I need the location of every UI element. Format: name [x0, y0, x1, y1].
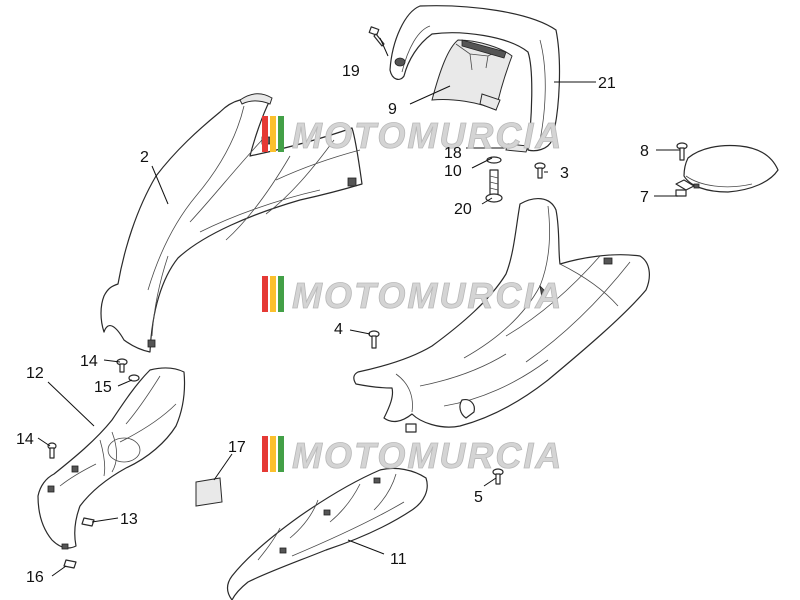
- callout-14-upper: 14: [80, 353, 98, 370]
- callout-21: 21: [598, 75, 616, 92]
- watermark-brand-text: MOTOMURCIA: [292, 115, 563, 156]
- callout-4: 4: [334, 321, 343, 338]
- callout-18: 18: [444, 145, 462, 162]
- leader-lines: [37, 37, 680, 577]
- part-rear-grab-handle: [389, 5, 561, 152]
- callout-7: 7: [640, 189, 649, 206]
- screw-8: [676, 142, 688, 161]
- callout-17: 17: [228, 439, 246, 456]
- pad-17: [195, 477, 223, 507]
- clip-16: [63, 559, 77, 569]
- callout-15: 15: [94, 379, 112, 396]
- watermark-top: MOTOMURCIA: [262, 115, 563, 156]
- callout-2: 2: [140, 149, 149, 166]
- part-left-side-cover: [100, 93, 363, 353]
- callout-11: 11: [390, 551, 407, 568]
- screw-5: [492, 468, 504, 485]
- nut-7: [675, 189, 687, 197]
- watermark-brand-text: MOTOMURCIA: [292, 435, 563, 476]
- washer-18: [505, 143, 529, 153]
- watermark-bottom: MOTOMURCIA: [262, 435, 563, 476]
- watermark-brand-text: MOTOMURCIA: [292, 275, 563, 316]
- screw-4: [368, 330, 380, 349]
- part-long-bolt: [485, 156, 503, 203]
- part-front-lower-trim: [37, 367, 186, 550]
- clip-13: [81, 517, 95, 527]
- callout-9: 9: [388, 101, 397, 118]
- callout-20: 20: [454, 201, 472, 218]
- part-inner-trim: [479, 93, 501, 111]
- callout-14-lower: 14: [16, 431, 34, 448]
- part-mounting-bracket: [675, 144, 779, 193]
- callout-12: 12: [26, 365, 44, 382]
- washer-15: [128, 374, 140, 382]
- callout-13: 13: [120, 511, 138, 528]
- callout-19: 19: [342, 63, 360, 80]
- screw-14b: [47, 442, 57, 459]
- callout-5: 5: [474, 489, 483, 506]
- screw-3: [534, 162, 546, 179]
- watermark-middle: MOTOMURCIA: [262, 275, 563, 316]
- callout-16: 16: [26, 569, 44, 586]
- callout-3: 3: [560, 165, 569, 182]
- screw-14a: [116, 358, 128, 373]
- part-right-lower-trim: [226, 467, 428, 600]
- callout-8: 8: [640, 143, 649, 160]
- callout-labels: 2 19 9 21 18 10 20 3 8 7 4 5 11 12 14 15…: [16, 63, 649, 586]
- clip-6: [405, 423, 417, 433]
- part-right-side-cover: [353, 198, 650, 428]
- callout-10: 10: [444, 163, 462, 180]
